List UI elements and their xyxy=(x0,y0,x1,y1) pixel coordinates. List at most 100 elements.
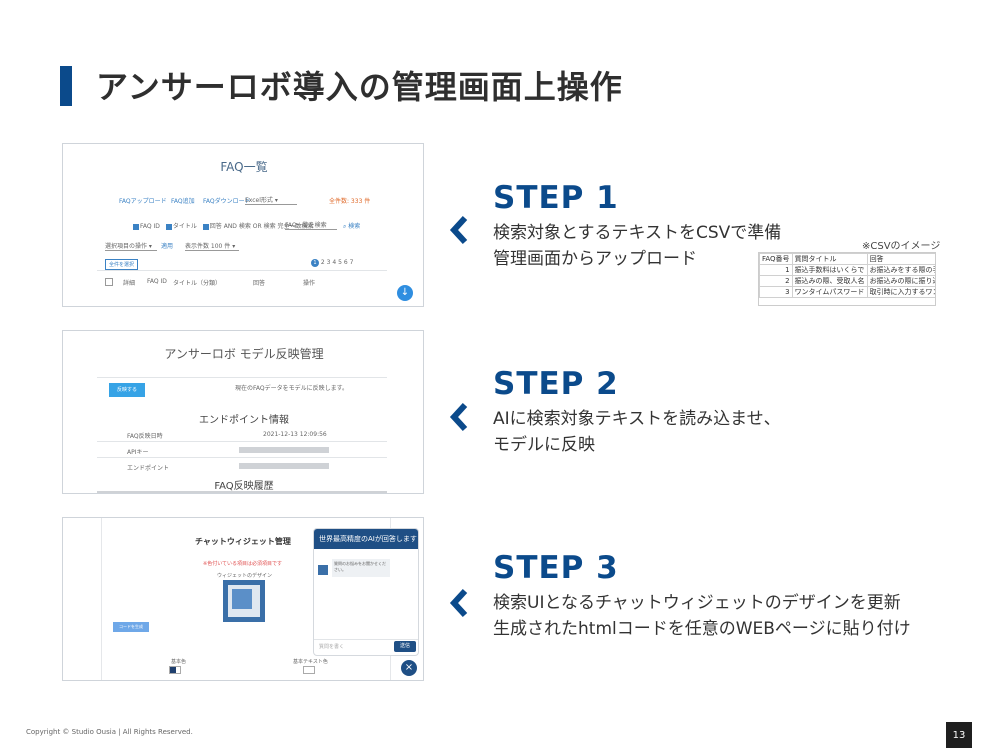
faq-upload-link[interactable]: FAQアップロード xyxy=(119,198,167,205)
apply-button[interactable]: 適用 xyxy=(161,243,174,250)
step3-line2: 生成されたhtmlコードを任意のWEBページに貼り付け xyxy=(493,619,911,639)
column-header: タイトル（分類） xyxy=(173,280,222,287)
table-divider xyxy=(97,270,387,271)
color-label: 基本テキスト色 xyxy=(293,659,328,665)
divider xyxy=(97,441,387,442)
page-link[interactable]: 5 xyxy=(338,259,342,266)
model-sync-screenshot: アンサーロボ モデル反映管理 反映する 現在のFAQデータをモデルに反映します。… xyxy=(62,330,424,494)
required-note: ※色付いている項目は必須項目です xyxy=(203,561,283,567)
base-color-swatch[interactable] xyxy=(169,666,181,674)
csv-cell: お振込みの際に振り込み先の xyxy=(866,275,935,287)
csv-header-cell: FAQ番号 xyxy=(759,253,793,265)
bulk-action-value: 選択項目の操作 xyxy=(105,243,148,250)
csv-cell: 1 xyxy=(759,264,793,276)
step2-line2: モデルに反映 xyxy=(493,435,595,455)
info-value: 2021-12-13 12:09:56 xyxy=(263,431,327,438)
generate-code-button[interactable]: コードを生成 xyxy=(113,622,149,632)
endpoint-heading: エンドポイント情報 xyxy=(199,415,289,426)
csv-cell: 3 xyxy=(759,286,793,298)
copyright: Copyright © Studio Ousia | All Rights Re… xyxy=(26,728,193,736)
faq-search-button[interactable]: ⌕ 検索 xyxy=(343,223,361,230)
faq-count: 全件数: 333 件 xyxy=(329,198,371,205)
masked-value xyxy=(239,447,329,453)
filter-label: FAQ ID xyxy=(140,223,160,230)
faq-list-title: FAQ一覧 xyxy=(220,160,268,174)
format-select-value: Excel形式 xyxy=(245,197,273,204)
sync-notice: 現在のFAQデータをモデルに反映します。 xyxy=(235,385,349,392)
csv-cell: 振込手数料はいくらで xyxy=(791,264,868,276)
chat-message: 質問のお悩みをお聞かせください。 xyxy=(332,559,390,577)
faq-download-link[interactable]: FAQダウンロード xyxy=(203,198,251,205)
select-all-button[interactable]: 全件を選択 xyxy=(105,259,139,270)
bulk-action-select[interactable]: 選択項目の操作 ▾ xyxy=(105,241,157,251)
checkbox[interactable] xyxy=(202,223,209,230)
masked-value xyxy=(239,463,329,469)
per-page-select[interactable]: 表示件数 100 件 ▾ xyxy=(185,241,239,251)
column-header: 操作 xyxy=(303,280,316,287)
chat-send-button[interactable]: 送信 xyxy=(394,641,416,652)
csv-preview: FAQ番号 質問タイトル 回答 1 振込手数料はいくらで お振込みをする際の手数… xyxy=(758,252,936,306)
scroll-down-icon[interactable]: ↓ xyxy=(397,285,413,301)
preview-core xyxy=(232,589,252,609)
chevron-left-icon xyxy=(448,215,470,245)
chat-input[interactable]: 質問を書く xyxy=(319,644,345,650)
csv-table: FAQ番号 質問タイトル 回答 1 振込手数料はいくらで お振込みをする際の手数… xyxy=(759,253,935,298)
search-mode[interactable]: AND 検索 xyxy=(223,223,251,230)
info-label: エンドポイント xyxy=(127,465,170,472)
widget-admin-title: チャットウィジェット管理 xyxy=(195,537,291,546)
widget-design-preview[interactable] xyxy=(223,580,265,622)
title-accent-bar xyxy=(60,66,72,106)
filter-label: 回答 xyxy=(209,223,222,230)
csv-cell: お振込みをする際の手数料 xyxy=(866,264,935,276)
column-header: 詳細 xyxy=(123,280,136,287)
page-link[interactable]: 2 xyxy=(320,259,325,266)
bot-avatar xyxy=(318,565,328,575)
text-color-swatch[interactable] xyxy=(303,666,315,674)
row-checkbox[interactable] xyxy=(105,278,113,286)
filter-label: タイトル xyxy=(172,223,197,230)
format-select[interactable]: Excel形式 ▾ xyxy=(245,195,297,205)
history-bar xyxy=(97,491,387,493)
csv-row: 2 振込みの際、受取人名 お振込みの際に振り込み先の xyxy=(759,275,935,287)
step2-title: STEP 2 xyxy=(493,366,619,402)
page-link[interactable]: 6 xyxy=(343,259,348,266)
search-button-label: 検索 xyxy=(348,223,361,230)
per-page-value: 表示件数 100 件 xyxy=(185,243,231,250)
step3-title: STEP 3 xyxy=(493,550,619,586)
chevron-left-icon xyxy=(448,588,470,618)
chat-widget-screenshot: チャットウィジェット管理 ※色付いている項目は必須項目です ウィジェットのデザイ… xyxy=(62,517,424,681)
apply-model-button[interactable]: 反映する xyxy=(109,383,145,397)
csv-cell: 振込みの際、受取人名 xyxy=(791,275,868,287)
pagination: 1 2 3 4 5 6 7 xyxy=(311,259,354,267)
page-title: アンサーロボ導入の管理画面上操作 xyxy=(96,68,623,106)
search-mode[interactable]: 完全一致検索 xyxy=(277,223,314,230)
search-mode[interactable]: OR 検索 xyxy=(252,223,276,230)
faq-search-input[interactable]: FAQ一覧を検索 xyxy=(285,220,337,230)
page-link[interactable]: 7 xyxy=(349,259,354,266)
step1-title: STEP 1 xyxy=(493,180,619,216)
csv-header-cell: 回答 xyxy=(866,253,935,265)
page-number: 13 xyxy=(946,722,972,748)
model-sync-title: アンサーロボ モデル反映管理 xyxy=(164,347,324,361)
design-label: ウィジェットのデザイン xyxy=(217,573,273,579)
faq-list-screenshot: FAQ一覧 FAQアップロード FAQ追加 FAQダウンロード Excel形式 … xyxy=(62,143,424,307)
chevron-left-icon xyxy=(448,402,470,432)
divider xyxy=(97,377,387,378)
checkbox[interactable] xyxy=(133,223,139,230)
page-link[interactable]: 4 xyxy=(332,259,337,266)
page-link[interactable]: 3 xyxy=(326,259,331,266)
chat-header: 世界最高精度のAIが回答します xyxy=(314,529,418,549)
info-label: APIキー xyxy=(127,449,149,456)
csv-header-cell: 質問タイトル xyxy=(791,253,868,265)
column-header: FAQ ID xyxy=(147,278,167,285)
checkbox[interactable] xyxy=(165,223,172,230)
csv-image-note: ※CSVのイメージ xyxy=(862,241,941,252)
divider xyxy=(97,457,387,458)
info-label: FAQ反映日時 xyxy=(127,433,163,440)
page-link-active[interactable]: 1 xyxy=(311,259,319,267)
history-heading: FAQ反映履歴 xyxy=(214,481,274,492)
csv-cell: ワンタイムパスワード xyxy=(791,286,868,298)
step3-line1: 検索UIとなるチャットウィジェットのデザインを更新 xyxy=(493,593,901,613)
close-icon[interactable]: × xyxy=(401,660,417,676)
faq-add-link[interactable]: FAQ追加 xyxy=(171,198,195,205)
